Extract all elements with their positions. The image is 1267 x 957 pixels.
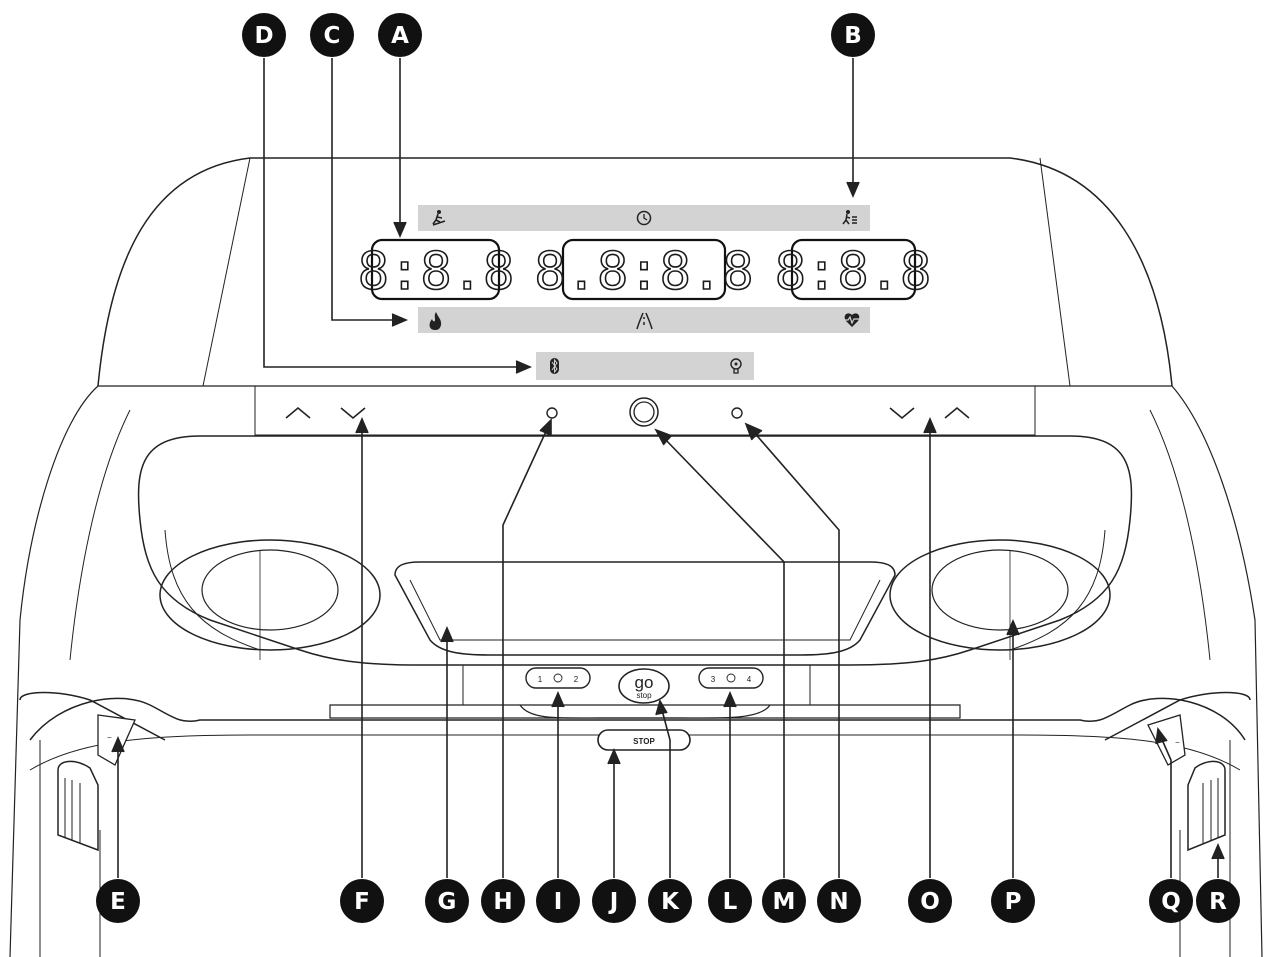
callout-J: J	[592, 879, 636, 923]
display-panel: 8:8.8 8.8:8.8 8:8.8	[357, 205, 932, 380]
stop-small-label: stop	[636, 691, 652, 700]
svg-text:E: E	[110, 889, 126, 915]
center-button-inner	[633, 401, 655, 423]
callout-F: F	[340, 879, 384, 923]
hill-icon	[553, 673, 563, 683]
callout-E: E	[96, 879, 140, 923]
flame-icon	[429, 312, 442, 330]
svg-text:I: I	[554, 889, 563, 915]
callout-O: O	[908, 879, 952, 923]
quick-key-4-label: 4	[747, 675, 752, 684]
svg-text:J: J	[608, 889, 619, 915]
hill-icon	[726, 673, 736, 683]
leader-lines	[111, 58, 1225, 878]
callout-K: K	[648, 879, 692, 923]
callout-N: N	[817, 879, 861, 923]
center-display-digits: 8.8:8.8	[534, 242, 753, 302]
quick-key-3-label: 3	[711, 675, 716, 684]
quick-keys-left[interactable]: 1 2	[525, 667, 591, 689]
svg-text:P: P	[1005, 889, 1022, 915]
callout-D: D	[242, 13, 286, 57]
quick-key-1-label: 1	[538, 675, 543, 684]
svg-text:N: N	[829, 889, 848, 915]
stop-bar-button[interactable]: STOP	[597, 729, 691, 751]
bottom-icon-strip	[418, 307, 870, 333]
connectivity-strip	[536, 352, 754, 380]
svg-text:G: G	[438, 889, 457, 915]
callout-badges: D C A B E F G H I J K L M N O P Q R	[96, 13, 1240, 923]
distance-road-icon	[636, 312, 653, 330]
quick-keys-right[interactable]: 3 4	[698, 667, 764, 689]
left-up-arrow-button[interactable]	[285, 406, 311, 419]
svg-text:B: B	[844, 23, 862, 49]
callout-G: G	[425, 879, 469, 923]
svg-text:K: K	[661, 889, 680, 915]
right-indicator-button[interactable]	[731, 407, 743, 419]
svg-text:Q: Q	[1161, 889, 1181, 915]
left-display-digits: 8:8.8	[358, 242, 515, 302]
incline-runner-icon	[432, 210, 446, 226]
go-stop-button[interactable]: go stop	[618, 668, 670, 704]
svg-text:H: H	[493, 889, 512, 915]
quick-key-2-label: 2	[574, 675, 579, 684]
callout-L: L	[708, 879, 752, 923]
center-display-window	[561, 238, 727, 301]
svg-text:L: L	[723, 889, 738, 915]
svg-text:O: O	[920, 889, 940, 915]
console-keys: 1 2 go stop 3 4 STOP − −	[97, 397, 1186, 766]
left-handrail-minus: −	[107, 733, 112, 742]
callout-C: C	[310, 13, 354, 57]
left-indicator-button[interactable]	[546, 407, 558, 419]
go-label: go	[635, 673, 654, 692]
heart-rate-icon	[844, 313, 860, 327]
svg-text:M: M	[773, 889, 796, 915]
svg-text:C: C	[324, 23, 341, 49]
stop-bar-label: STOP	[633, 737, 655, 746]
speed-runner-icon	[842, 210, 857, 225]
svg-text:D: D	[254, 23, 273, 49]
callout-M: M	[762, 879, 806, 923]
callout-P: P	[991, 879, 1035, 923]
svg-text:R: R	[1209, 889, 1227, 915]
right-display-digits: 8:8.8	[775, 242, 932, 302]
lightbulb-icon	[730, 358, 742, 374]
callout-I: I	[536, 879, 580, 923]
svg-text:F: F	[354, 889, 370, 915]
bluetooth-icon	[550, 358, 559, 374]
callout-R: R	[1196, 879, 1240, 923]
clock-icon	[636, 210, 652, 226]
callout-H: H	[481, 879, 525, 923]
right-down-arrow-button[interactable]	[889, 407, 915, 420]
center-button-outer[interactable]	[629, 397, 659, 427]
callout-B: B	[831, 13, 875, 57]
callout-Q: Q	[1149, 879, 1193, 923]
right-up-arrow-button[interactable]	[944, 406, 970, 419]
right-handrail-minus: −	[1175, 738, 1180, 747]
left-down-arrow-button[interactable]	[340, 407, 366, 420]
svg-text:A: A	[391, 23, 409, 49]
right-display-window	[790, 238, 917, 301]
left-display-window	[370, 238, 501, 301]
callout-A: A	[378, 13, 422, 57]
